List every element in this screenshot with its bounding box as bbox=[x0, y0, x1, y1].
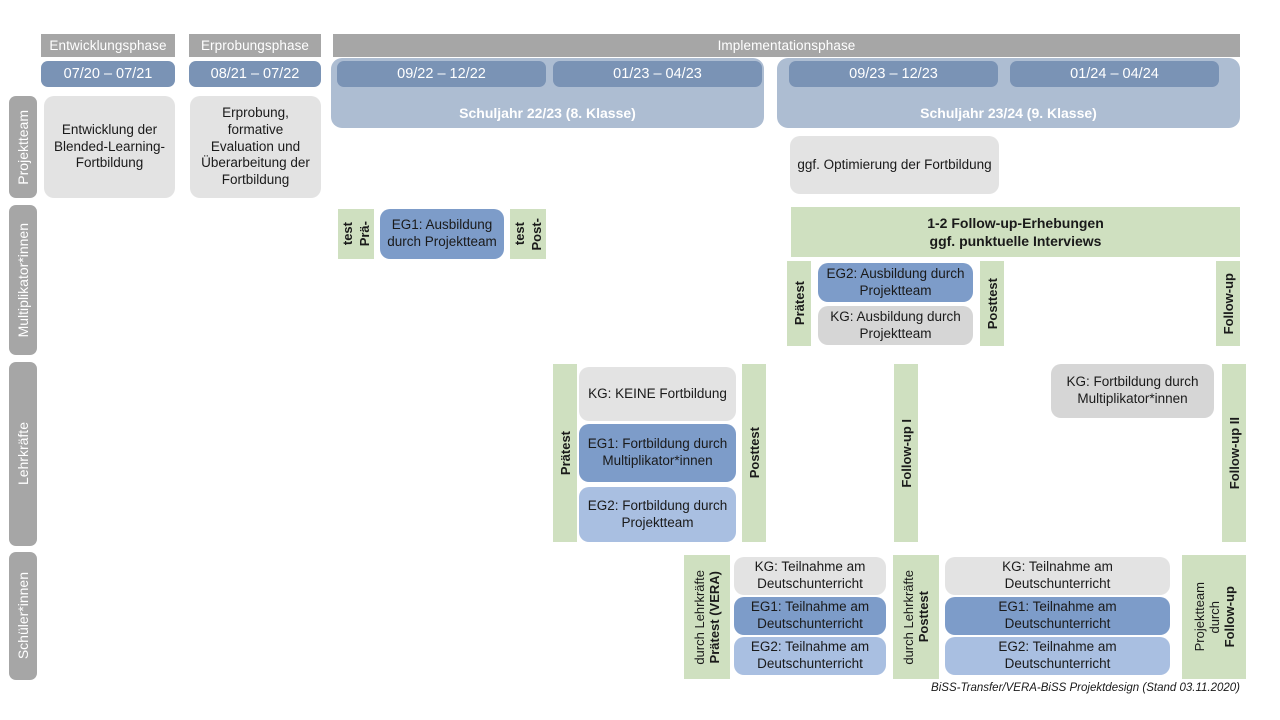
card-eg1-fortbildung-multiplikatoren: EG1: Fortbildung durch Multiplikator*inn… bbox=[579, 424, 736, 482]
card-entwicklung-blended-learning: Entwicklung der Blended-Learning-Fortbil… bbox=[44, 96, 175, 198]
strip-praetest-multiplikatoren-2: Prätest bbox=[787, 261, 811, 346]
card-eg1-teilnahme-deutschunterricht-right: EG1: Teilnahme am Deutschunterricht bbox=[945, 597, 1170, 635]
praetest-line2: test bbox=[340, 222, 355, 246]
phase-label: Erprobungsphase bbox=[200, 38, 310, 53]
card-kg-fortbildung-multiplikatoren: KG: Fortbildung durch Multiplikator*inne… bbox=[1051, 364, 1214, 418]
card-eg2-teilnahme-deutschunterricht-left: EG2: Teilnahme am Deutschunterricht bbox=[734, 637, 886, 675]
banner-line2: ggf. punktuelle Interviews bbox=[929, 233, 1102, 249]
period-pill-0123-0423: 01/23 – 04/23 bbox=[553, 61, 762, 87]
posttest-main: Posttest bbox=[916, 591, 931, 643]
rail-schuelerinnen: Schüler*innen bbox=[9, 552, 37, 680]
banner-line1: 1-2 Follow-up-Erhebungen bbox=[927, 214, 1104, 231]
card-eg1-ausbildung-projektteam: EG1: Ausbildung durch Projektteam bbox=[380, 209, 504, 259]
period-pill-0821-0722: 08/21 – 07/22 bbox=[189, 61, 321, 87]
strip-posttest-multiplikatoren-2: Posttest bbox=[980, 261, 1004, 346]
period-label: 09/23 – 12/23 bbox=[849, 66, 938, 82]
strip-praetest-lehrkraefte: Prätest bbox=[553, 364, 577, 542]
period-pill-0922-1222: 09/22 – 12/22 bbox=[337, 61, 546, 87]
praetest-line1: Prä- bbox=[357, 221, 372, 247]
strip-followup-2-lehrkraefte: Follow-up II bbox=[1222, 364, 1246, 542]
followup-sub2: Projektteam bbox=[1191, 582, 1207, 652]
strip-praetest-vera-schueler: durch Lehrkräfte Prätest (VERA) bbox=[684, 555, 730, 679]
followup-main: Follow-up bbox=[1221, 586, 1237, 648]
period-label: 07/20 – 07/21 bbox=[63, 66, 153, 82]
strip-praetest-multiplikatoren: Prä- test bbox=[338, 209, 374, 259]
phase-bar-entwicklungsphase: Entwicklungsphase bbox=[41, 34, 175, 57]
period-pill-0923-1223: 09/23 – 12/23 bbox=[789, 61, 998, 87]
card-kg-teilnahme-deutschunterricht-right: KG: Teilnahme am Deutschunterricht bbox=[945, 557, 1170, 595]
posttest-sub: durch Lehrkräfte bbox=[901, 569, 916, 665]
card-kg-teilnahme-deutschunterricht-left: KG: Teilnahme am Deutschunterricht bbox=[734, 557, 886, 595]
card-eg2-fortbildung-projektteam: EG2: Fortbildung durch Projektteam bbox=[579, 487, 736, 542]
posttest-line2: test bbox=[512, 222, 527, 246]
phase-label: Implementationsphase bbox=[717, 38, 856, 53]
period-pill-0124-0424: 01/24 – 04/24 bbox=[1010, 61, 1219, 87]
period-pill-0720-0721: 07/20 – 07/21 bbox=[41, 61, 175, 87]
banner-followup-erhebungen: 1-2 Follow-up-Erhebungen ggf. punktuelle… bbox=[791, 207, 1240, 257]
praetest-vera-main: Prätest (VERA) bbox=[707, 570, 722, 664]
rail-lehrkraefte: Lehrkräfte bbox=[9, 362, 37, 546]
period-label: 01/24 – 04/24 bbox=[1070, 66, 1159, 82]
strip-followup-1-lehrkraefte: Follow-up I bbox=[894, 364, 918, 542]
phase-bar-erprobungsphase: Erprobungsphase bbox=[189, 34, 321, 57]
footer-source-note: BiSS-Transfer/VERA-BiSS Projektdesign (S… bbox=[931, 682, 1240, 694]
praetest-vera-sub: durch Lehrkräfte bbox=[692, 569, 707, 665]
rail-projektteam: Projektteam bbox=[9, 96, 37, 198]
strip-followup-schueler: Projektteam durch Follow-up bbox=[1182, 555, 1246, 679]
phase-label: Entwicklungsphase bbox=[49, 38, 167, 53]
followup-sub1: durch bbox=[1206, 600, 1222, 634]
posttest-line1: Post- bbox=[529, 217, 544, 251]
period-label: 08/21 – 07/22 bbox=[210, 66, 300, 82]
card-eg1-teilnahme-deutschunterricht-left: EG1: Teilnahme am Deutschunterricht bbox=[734, 597, 886, 635]
card-ggf-optimierung-fortbildung: ggf. Optimierung der Fortbildung bbox=[790, 136, 999, 194]
strip-posttest-lehrkraefte: Posttest bbox=[742, 364, 766, 542]
strip-followup-multiplikatoren: Follow-up bbox=[1216, 261, 1240, 346]
card-kg-keine-fortbildung: KG: KEINE Fortbildung bbox=[579, 367, 736, 421]
schoolyear-label-2324: Schuljahr 23/24 (9. Klasse) bbox=[920, 105, 1097, 121]
card-eg2-teilnahme-deutschunterricht-right: EG2: Teilnahme am Deutschunterricht bbox=[945, 637, 1170, 675]
schoolyear-label-2223: Schuljahr 22/23 (8. Klasse) bbox=[459, 105, 636, 121]
card-eg2-ausbildung-projektteam: EG2: Ausbildung durch Projektteam bbox=[818, 263, 973, 302]
rail-multiplikatorinnen: Multiplikator*innen bbox=[9, 205, 37, 355]
strip-posttest-schueler: durch Lehrkräfte Posttest bbox=[893, 555, 939, 679]
period-label: 01/23 – 04/23 bbox=[613, 66, 702, 82]
card-erprobung-evaluation: Erprobung, formative Evaluation und Über… bbox=[190, 96, 321, 198]
strip-posttest-multiplikatoren: Post- test bbox=[510, 209, 546, 259]
period-label: 09/22 – 12/22 bbox=[397, 66, 486, 82]
phase-bar-implementationsphase: Implementationsphase bbox=[333, 34, 1240, 57]
card-kg-ausbildung-projektteam: KG: Ausbildung durch Projektteam bbox=[818, 306, 973, 345]
